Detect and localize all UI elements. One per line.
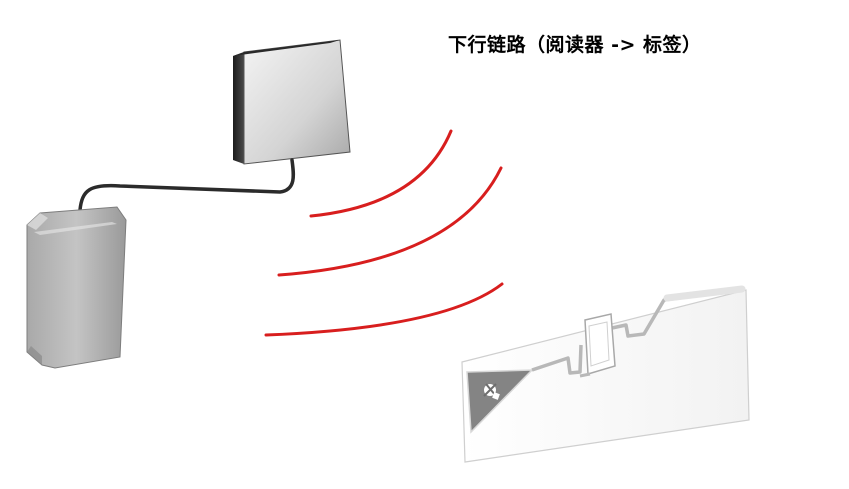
antenna-cable [77,158,296,222]
tag-antenna-trace [531,344,583,375]
signal-waves [264,129,504,337]
rfid-tag-icon [461,285,750,463]
diagram-title: 下行链路（阅读器 -> 标签） [448,34,702,56]
tag-logo-icon [483,383,500,400]
reader-antenna-icon [233,39,351,165]
signal-wave-2 [277,166,503,277]
signal-wave-3 [264,282,504,337]
signal-wave-1 [309,129,453,218]
reader-device-icon [26,206,127,369]
